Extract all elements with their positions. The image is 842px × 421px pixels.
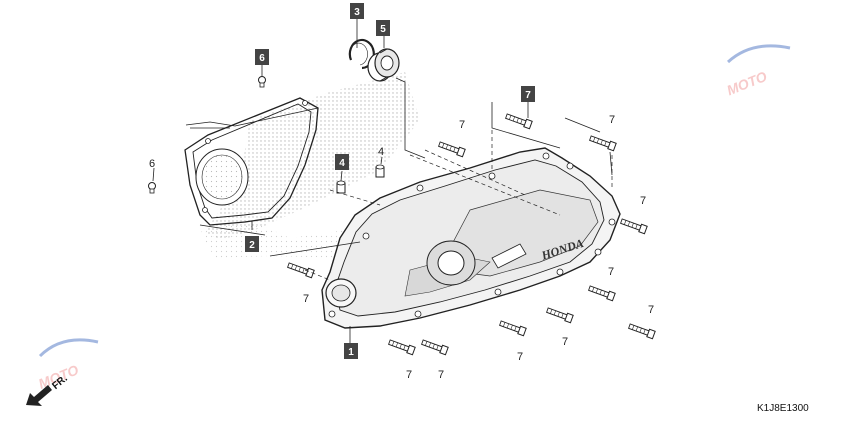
svg-text:MOTO: MOTO bbox=[724, 68, 769, 99]
callout-7h: 7 bbox=[517, 351, 523, 363]
watermark-bottom-left: MOTO bbox=[36, 338, 99, 392]
callout-4-boxed: 4 bbox=[335, 154, 349, 170]
svg-text:5: 5 bbox=[380, 24, 386, 35]
callout-7b: 7 bbox=[609, 114, 615, 126]
leader-lines bbox=[152, 17, 613, 343]
callout-7a: 7 bbox=[459, 119, 465, 131]
callout-6-plain: 6 bbox=[149, 158, 155, 170]
callout-7-boxed: 7 bbox=[521, 86, 535, 102]
diagram-code: K1J8E1300 bbox=[757, 403, 809, 414]
callout-7g: 7 bbox=[562, 336, 568, 348]
left-crankcase-cover: HONDA bbox=[321, 147, 621, 329]
svg-text:6: 6 bbox=[259, 53, 265, 64]
callout-5: 5 bbox=[376, 20, 390, 36]
svg-text:1: 1 bbox=[348, 347, 354, 358]
dowel-pin-2 bbox=[375, 164, 385, 178]
assembly-lines bbox=[304, 130, 613, 281]
svg-text:7: 7 bbox=[525, 90, 531, 101]
callout-7f: 7 bbox=[648, 304, 654, 316]
callout-7i: 7 bbox=[406, 369, 412, 381]
gasket-clip-top bbox=[258, 76, 266, 88]
callout-4-plain: 4 bbox=[378, 146, 384, 158]
callout-7c: 7 bbox=[640, 195, 646, 207]
gasket bbox=[184, 97, 319, 226]
dowel-pin-1 bbox=[336, 180, 346, 194]
svg-text:3: 3 bbox=[354, 7, 360, 18]
svg-text:4: 4 bbox=[339, 158, 345, 169]
callout-7e: 7 bbox=[608, 266, 614, 278]
callout-1: 1 bbox=[344, 343, 358, 359]
callout-2: 2 bbox=[245, 236, 259, 252]
callout-7j: 7 bbox=[438, 369, 444, 381]
callout-7d: 7 bbox=[303, 293, 309, 305]
callout-6-boxed: 6 bbox=[255, 49, 269, 65]
svg-text:2: 2 bbox=[249, 240, 255, 251]
gasket-clip-left bbox=[148, 182, 156, 194]
watermark-top-right: MOTO bbox=[724, 44, 791, 99]
bearing bbox=[367, 48, 400, 82]
callout-3: 3 bbox=[350, 3, 364, 19]
